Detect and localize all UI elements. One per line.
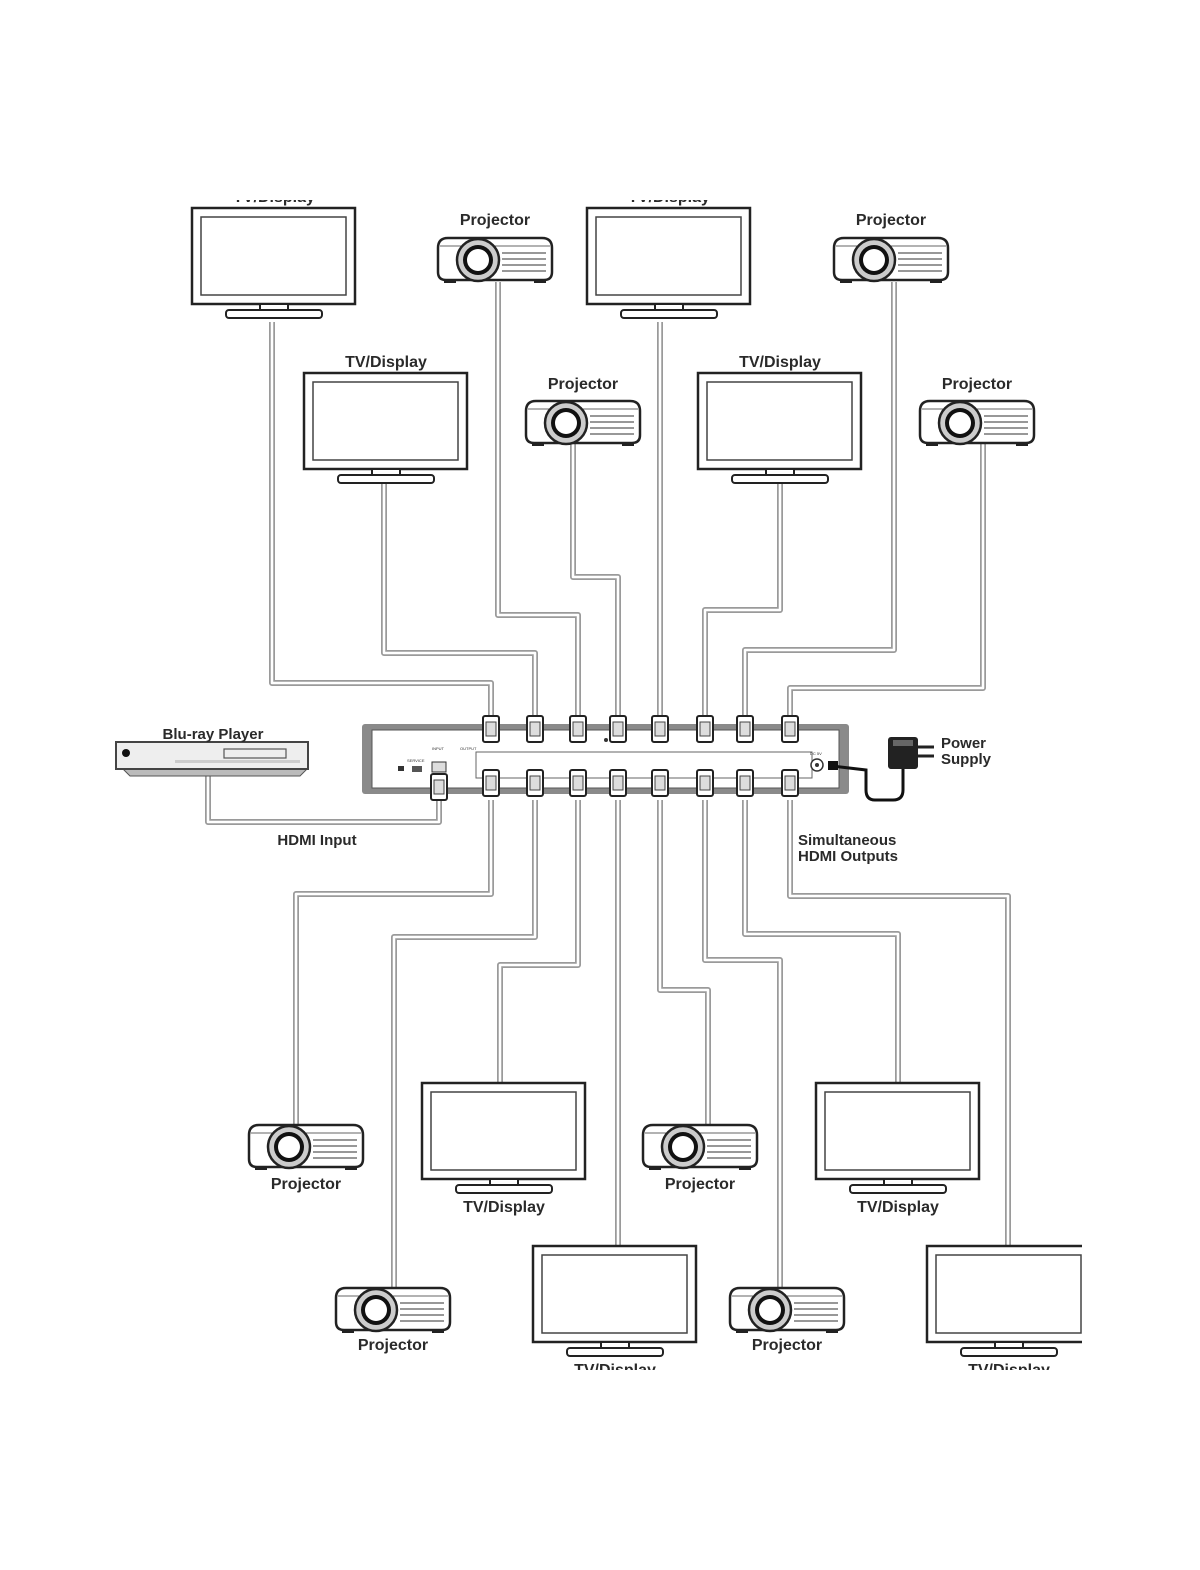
dc-input-label: DC 5V — [810, 751, 822, 756]
hdmi-cable-core-8 — [788, 444, 985, 720]
hdmi-cable-core-7 — [703, 484, 782, 720]
bottom-projector-1: Projector — [247, 1123, 365, 1193]
power-supply-label-line1: Power — [941, 735, 986, 752]
output-connector-bottom-3 — [569, 769, 587, 797]
hdmi-cable-core-15 — [743, 800, 900, 1083]
tv-display-label: TV/Display — [857, 1199, 939, 1216]
bluray-player-label: Blu-ray Player — [163, 726, 264, 743]
hdmi-cable-core-6 — [571, 444, 620, 720]
bottom-projector-6: Projector — [728, 1286, 846, 1354]
top-projector-8: Projector — [918, 376, 1036, 446]
hdmi-connectors — [430, 715, 799, 801]
output-connector-top-2 — [526, 715, 544, 743]
top-tv-display-1: TV/Display — [190, 189, 357, 319]
output-connector-bottom-4 — [609, 769, 627, 797]
output-connector-bottom-8 — [781, 769, 799, 797]
power-led — [604, 738, 608, 742]
hdmi-cable-11 — [497, 800, 581, 1083]
hdmi-cables — [205, 282, 1011, 1288]
bluray-player — [115, 741, 310, 777]
hdmi-cable-13 — [657, 800, 711, 1125]
projector-label: Projector — [548, 376, 618, 393]
simultaneous-outputs-label-line2: HDMI Outputs — [798, 848, 898, 865]
output-connector-top-4 — [609, 715, 627, 743]
top-projector-2: Projector — [436, 212, 554, 283]
tv-display-label: TV/Display — [968, 1362, 1050, 1379]
input-connector — [430, 773, 448, 801]
hdmi-cable-core-17 — [206, 776, 441, 824]
hdmi-cable-core-1 — [270, 322, 493, 720]
hdmi-cable-core-2 — [496, 282, 580, 720]
top-projector-4: Projector — [832, 212, 950, 283]
input-port-label: INPUT — [432, 746, 445, 751]
output-connector-top-6 — [696, 715, 714, 743]
projector-label: Projector — [271, 1176, 341, 1193]
hdmi-cable-core-16 — [788, 800, 1010, 1246]
hdmi-input-port[interactable] — [431, 761, 447, 773]
hdmi-cable-4 — [742, 282, 897, 720]
service-switch[interactable] — [398, 766, 404, 771]
bluray-power-button-icon — [122, 749, 130, 757]
tv-display-label: TV/Display — [739, 354, 821, 371]
top-tv-display-3: TV/Display — [585, 189, 752, 319]
hdmi-cable-core-11 — [498, 800, 580, 1083]
output-connector-bottom-7 — [736, 769, 754, 797]
top-tv-display-7: TV/Display — [696, 354, 863, 484]
output-connector-top-5 — [651, 715, 669, 743]
projector-label: Projector — [942, 376, 1012, 393]
output-connector-bottom-1 — [482, 769, 500, 797]
simultaneous-outputs-label-line1: Simultaneous — [798, 832, 896, 849]
tv-display-label: TV/Display — [574, 1362, 656, 1379]
bottom-projector-2: Projector — [334, 1286, 452, 1354]
output-connector-top-8 — [781, 715, 799, 743]
projector-label: Projector — [665, 1176, 735, 1193]
hdmi-cable-core-4 — [743, 282, 896, 720]
hdmi-cable-8 — [787, 444, 986, 720]
projector-label: Projector — [358, 1337, 428, 1354]
output-connector-top-1 — [482, 715, 500, 743]
bottom-tv-display-3: TV/Display — [420, 1081, 587, 1216]
display-devices: TV/DisplayProjectorTV/DisplayProjectorTV… — [190, 189, 1082, 1379]
hdmi-cable-core-9 — [294, 800, 493, 1125]
power-adapter-icon — [828, 737, 934, 802]
power-supply-label-line2: Supply — [941, 751, 992, 768]
output-connector-bottom-5 — [651, 769, 669, 797]
tv-display-label: TV/Display — [628, 189, 710, 206]
service-port-label: SERVICE — [407, 758, 425, 763]
hdmi-input-label: HDMI Input — [277, 832, 356, 849]
projector-label: Projector — [752, 1337, 822, 1354]
tv-display-label: TV/Display — [463, 1199, 545, 1216]
tv-display-label: TV/Display — [345, 354, 427, 371]
output-connector-top-3 — [569, 715, 587, 743]
hdmi-cable-core-5 — [382, 484, 537, 720]
top-tv-display-5: TV/Display — [302, 354, 469, 484]
bottom-tv-display-7: TV/Display — [814, 1081, 981, 1216]
bottom-tv-display-4: TV/Display — [531, 1244, 698, 1379]
hdmi-cable-core-13 — [658, 800, 710, 1125]
hdmi-cable-core-10 — [392, 800, 537, 1288]
projector-label: Projector — [460, 212, 530, 229]
output-connector-top-7 — [736, 715, 754, 743]
bottom-tv-display-8: TV/Display — [925, 1244, 1082, 1379]
tv-display-label: TV/Display — [233, 189, 315, 206]
projector-label: Projector — [856, 212, 926, 229]
output-ports-label: OUTPUT — [460, 746, 477, 751]
output-connector-bottom-6 — [696, 769, 714, 797]
hdmi-cable-core-14 — [703, 800, 782, 1288]
top-projector-6: Projector — [524, 376, 642, 446]
service-port[interactable] — [412, 766, 422, 772]
bottom-projector-5: Projector — [641, 1123, 759, 1193]
output-connector-bottom-2 — [526, 769, 544, 797]
